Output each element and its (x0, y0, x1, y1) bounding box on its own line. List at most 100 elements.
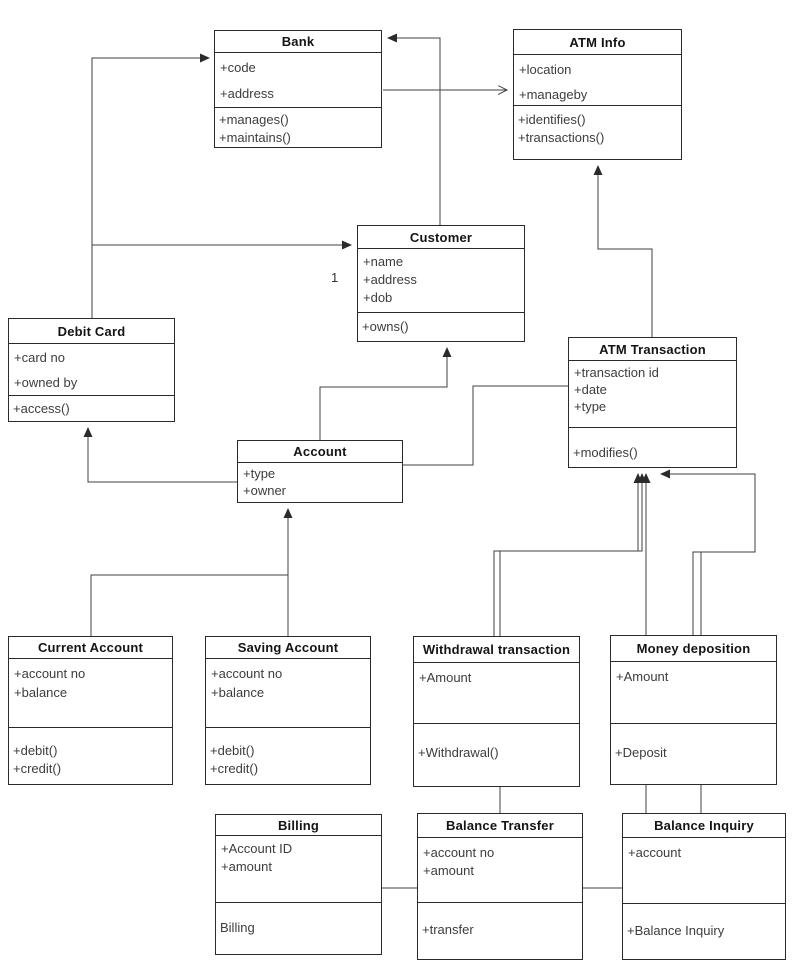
edge-account-to-customer (319, 347, 452, 440)
class-attributes: +Account ID +amount (216, 836, 381, 903)
class-attribute: +transaction id (574, 365, 659, 380)
class-title: ATM Info (514, 30, 681, 55)
class-box-bank: Bank +code +address +manages() +maintains() (214, 30, 382, 148)
class-box-saving_account: Saving Account +account no +balance +debit(… (205, 636, 371, 785)
class-title: Customer (358, 226, 524, 249)
class-title: Balance Transfer (418, 814, 582, 838)
edge-debit-card-to-bank (91, 53, 210, 318)
class-methods: +owns() (358, 313, 524, 341)
class-attributes: +card no +owned by (9, 344, 174, 396)
class-attribute: +amount (221, 859, 272, 874)
class-attribute: +dob (363, 290, 393, 305)
class-attribute: +balance (211, 685, 265, 700)
class-attributes: +account (623, 838, 785, 904)
class-method: Billing (220, 920, 255, 935)
class-attributes: +account no +amount (418, 838, 582, 903)
class-method: +credit() (210, 761, 259, 776)
class-title: Current Account (9, 637, 172, 659)
class-box-debit_card: Debit Card +card no +owned by +access() (8, 318, 175, 422)
class-methods: +debit() +credit() (206, 728, 370, 784)
class-title: Debit Card (9, 319, 174, 344)
class-attribute: +account no (423, 845, 495, 860)
class-box-customer: Customer +name +address +dob +owns() (357, 225, 525, 342)
class-method: +credit() (13, 761, 62, 776)
class-methods: +manages() +maintains() (215, 108, 381, 147)
edge-account-to-debit-card (83, 427, 237, 483)
class-attribute: +type (574, 399, 607, 414)
class-attribute: +owner (243, 483, 286, 498)
class-box-current_account: Current Account +account no +balance +debit… (8, 636, 173, 785)
class-attribute: +Account ID (221, 841, 293, 856)
class-method: +maintains() (219, 130, 291, 145)
multiplicity-label: 1 (331, 270, 339, 285)
class-title: Bank (215, 31, 381, 53)
class-methods: +identifies() +transactions() (514, 106, 681, 159)
class-attribute: +amount (423, 863, 474, 878)
edge-money-deposition-to-atm-transaction (660, 469, 756, 635)
class-attribute: +manageby (519, 87, 588, 102)
class-attributes: +transaction id +date +type (569, 361, 736, 428)
class-method: +owns() (362, 319, 409, 334)
class-title: ATM Transaction (569, 338, 736, 361)
class-attributes: +location +manageby (514, 55, 681, 106)
class-attribute: +date (574, 382, 607, 397)
class-methods: +debit() +credit() (9, 728, 172, 784)
class-methods: +access() (9, 396, 174, 421)
class-title: Billing (216, 815, 381, 836)
class-method: +transactions() (518, 130, 605, 145)
edge-atm-transaction-to-atm-info (593, 165, 653, 337)
class-box-withdrawal: Withdrawal transaction +Amount +Withdrawal… (413, 636, 580, 787)
class-title: Balance Inquiry (623, 814, 785, 838)
class-attributes: +Amount (414, 663, 579, 724)
class-attributes: +account no +balance (9, 659, 172, 728)
class-attributes: +account no +balance (206, 659, 370, 728)
class-title: Money deposition (611, 636, 776, 662)
class-methods: +Balance Inquiry (623, 904, 785, 959)
class-box-account: Account +type +owner (237, 440, 403, 503)
class-methods: +Withdrawal() (414, 724, 579, 786)
class-attribute: +card no (14, 350, 65, 365)
class-methods: +modifies() (569, 428, 736, 467)
class-box-balance_inquiry: Balance Inquiry +account +Balance Inquiry (622, 813, 786, 960)
class-attribute: +Amount (616, 669, 669, 684)
class-title: Withdrawal transaction (414, 637, 579, 663)
class-attribute: +address (220, 86, 274, 101)
class-box-atm_transaction: ATM Transaction +transaction id +date +type… (568, 337, 737, 468)
class-methods: +Deposit (611, 724, 776, 784)
class-attribute: +account no (211, 666, 283, 681)
edge-customer-to-bank (387, 33, 441, 225)
class-title: Account (238, 441, 402, 463)
class-method: +access() (13, 401, 70, 416)
class-attribute: +location (519, 62, 572, 77)
class-method: +Deposit (615, 745, 667, 760)
class-attribute: +balance (14, 685, 68, 700)
class-title: Saving Account (206, 637, 370, 659)
class-method: +identifies() (518, 112, 586, 127)
edge-withdrawal-transaction-to-atm-transaction (493, 473, 643, 636)
class-box-balance_transfer: Balance Transfer +account no +amount +trans… (417, 813, 583, 960)
class-method: +Balance Inquiry (627, 923, 725, 938)
class-box-money_deposition: Money deposition +Amount +Deposit (610, 635, 777, 785)
class-methods: +transfer (418, 903, 582, 959)
class-attributes: +Amount (611, 662, 776, 724)
class-method: +debit() (13, 743, 58, 758)
class-attribute: +Amount (419, 670, 472, 685)
class-attribute: +account (628, 845, 682, 860)
class-method: +debit() (210, 743, 255, 758)
class-attributes: +type +owner (238, 463, 402, 502)
class-attribute: +account no (14, 666, 86, 681)
class-attribute: +address (363, 272, 417, 287)
class-attributes: +name +address +dob (358, 249, 524, 313)
class-method: +manages() (219, 112, 289, 127)
class-method: +Withdrawal() (418, 745, 499, 760)
class-attribute: +owned by (14, 375, 78, 390)
class-attribute: +code (220, 60, 256, 75)
class-attribute: +type (243, 466, 276, 481)
class-attribute: +name (363, 254, 404, 269)
class-method: +transfer (422, 922, 474, 937)
class-attributes: +code +address (215, 53, 381, 108)
class-box-atm_info: ATM Info+location+manageby+identifies()+… (513, 29, 682, 160)
class-methods: Billing (216, 903, 381, 954)
